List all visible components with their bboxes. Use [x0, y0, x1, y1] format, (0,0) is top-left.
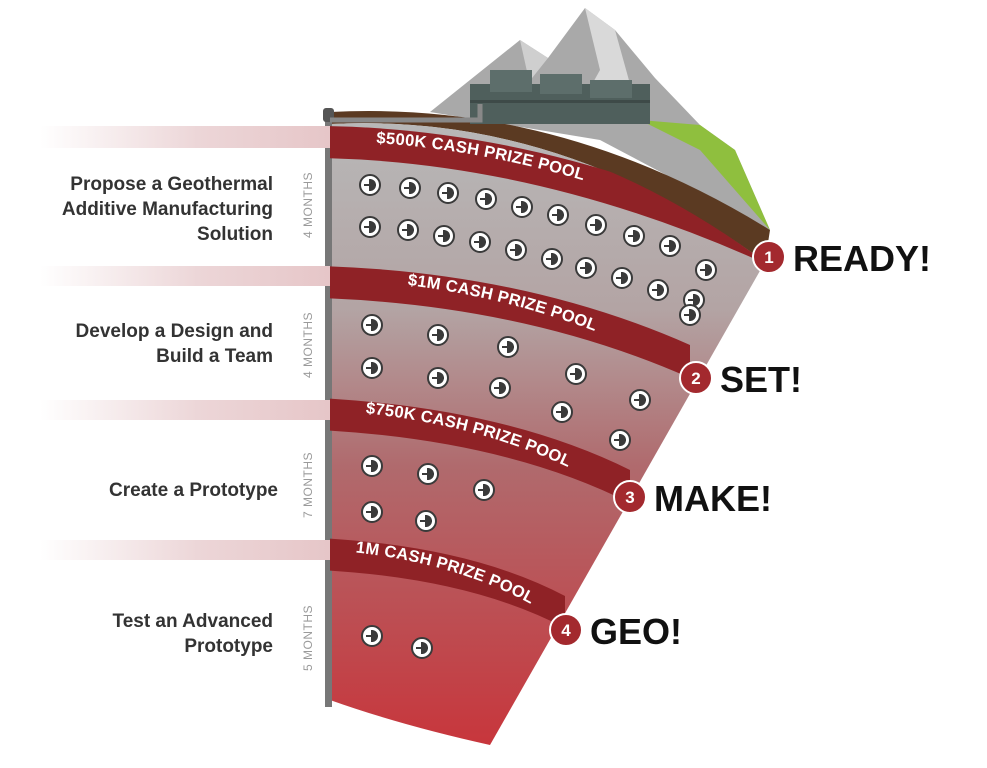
phase-marker-3: 3 MAKE! — [613, 478, 772, 519]
svg-text:Additive Manufacturing: Additive Manufacturing — [62, 199, 273, 220]
stage-label-1: Propose a Geothermal Additive Manufactur… — [62, 174, 273, 245]
svg-text:Develop a Design and: Develop a Design and — [76, 321, 273, 342]
svg-text:Prototype: Prototype — [184, 636, 273, 657]
geothermal-team-icon — [547, 204, 569, 226]
competitor-icons — [359, 174, 717, 659]
duration-label-1: 4 MONTHS — [301, 172, 315, 238]
duration-label-4: 5 MONTHS — [301, 605, 315, 671]
geothermal-team-icon — [541, 248, 563, 270]
geothermal-team-icon — [433, 225, 455, 247]
geothermal-team-icon — [361, 625, 383, 647]
svg-text:4: 4 — [561, 621, 571, 640]
geothermal-team-icon — [361, 455, 383, 477]
svg-text:Test an Advanced: Test an Advanced — [113, 611, 274, 632]
geothermal-team-icon — [565, 363, 587, 385]
geothermal-team-icon — [417, 463, 439, 485]
geothermal-team-icon — [489, 377, 511, 399]
geothermal-team-icon — [623, 225, 645, 247]
prize-bands — [330, 126, 765, 628]
geothermal-team-icon — [361, 357, 383, 379]
geothermal-team-icon — [695, 259, 717, 281]
geothermal-team-icon — [585, 214, 607, 236]
geothermal-team-icon — [659, 235, 681, 257]
phase-marker-1: 1 READY! — [752, 238, 931, 279]
geothermal-team-icon — [679, 304, 701, 326]
geothermal-team-icon — [611, 267, 633, 289]
geothermal-team-icon — [575, 257, 597, 279]
geothermal-team-icon — [399, 177, 421, 199]
geothermal-team-icon — [505, 239, 527, 261]
geothermal-team-icon — [427, 367, 449, 389]
power-plant-icon — [470, 70, 650, 124]
geothermal-team-icon — [551, 401, 573, 423]
geothermal-team-icon — [647, 279, 669, 301]
geothermal-team-icon — [475, 188, 497, 210]
svg-text:Create a Prototype: Create a Prototype — [109, 480, 278, 501]
svg-text:2: 2 — [691, 369, 700, 388]
geothermal-team-icon — [359, 216, 381, 238]
geothermal-team-icon — [361, 501, 383, 523]
geothermal-team-icon — [511, 196, 533, 218]
svg-text:READY!: READY! — [793, 238, 931, 279]
stage-label-3: Create a Prototype — [109, 480, 278, 501]
geothermal-team-icon — [437, 182, 459, 204]
svg-text:GEO!: GEO! — [590, 611, 682, 652]
geothermal-team-icon — [473, 479, 495, 501]
geothermal-team-icon — [415, 510, 437, 532]
geothermal-team-icon — [411, 637, 433, 659]
geothermal-team-icon — [497, 336, 519, 358]
geothermal-team-icon — [469, 231, 491, 253]
geothermal-team-icon — [359, 174, 381, 196]
geothermal-team-icon — [397, 219, 419, 241]
svg-text:Propose a Geothermal: Propose a Geothermal — [70, 174, 273, 195]
svg-text:Solution: Solution — [197, 224, 273, 245]
svg-text:MAKE!: MAKE! — [654, 478, 772, 519]
stage-label-4: Test an Advanced Prototype — [113, 611, 274, 657]
soil-layer — [330, 110, 770, 262]
phase-marker-2: 2 SET! — [679, 359, 802, 400]
svg-text:SET!: SET! — [720, 359, 802, 400]
geothermal-team-icon — [427, 324, 449, 346]
geothermal-team-icon — [361, 314, 383, 336]
svg-text:1: 1 — [764, 248, 773, 267]
stage-label-2: Develop a Design and Build a Team — [76, 321, 273, 367]
geothermal-team-icon — [629, 389, 651, 411]
phase-marker-4: 4 GEO! — [549, 611, 682, 652]
svg-text:3: 3 — [625, 488, 634, 507]
geothermal-team-icon — [609, 429, 631, 451]
svg-text:Build a Team: Build a Team — [156, 346, 273, 367]
duration-label-2: 4 MONTHS — [301, 312, 315, 378]
duration-label-3: 7 MONTHS — [301, 452, 315, 518]
stage-divider-bars — [40, 126, 330, 560]
